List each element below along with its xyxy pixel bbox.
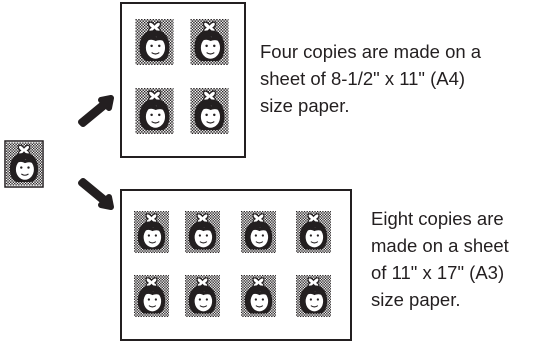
- copy-portrait-icon: [134, 211, 169, 253]
- copy-portrait-icon: [241, 275, 276, 317]
- caption-line: made on a sheet: [371, 232, 552, 259]
- copy-portrait-icon: [190, 88, 229, 134]
- caption-line: size paper.: [371, 286, 552, 313]
- caption-line: size paper.: [260, 92, 552, 119]
- eight-copies-caption: Eight copies are made on a sheet of 11" …: [371, 205, 552, 313]
- copy-portrait-icon: [241, 211, 276, 253]
- caption-line: Four copies are made on a: [260, 38, 552, 65]
- copy-portrait-icon: [185, 275, 220, 317]
- copy-portrait-icon: [134, 275, 169, 317]
- a4-sheet: [120, 2, 246, 158]
- caption-line: Eight copies are: [371, 205, 552, 232]
- copy-portrait-icon: [296, 275, 331, 317]
- four-copies-caption: Four copies are made on a sheet of 8-1/2…: [260, 38, 552, 119]
- caption-line: of 11" x 17" (A3): [371, 259, 552, 286]
- copy-portrait-icon: [296, 211, 331, 253]
- copy-portrait-icon: [135, 88, 174, 134]
- copy-portrait-icon: [185, 211, 220, 253]
- arrow-up-right-icon: [81, 98, 111, 124]
- caption-line: sheet of 8-1/2" x 11" (A4): [260, 65, 552, 92]
- copy-portrait-icon: [135, 19, 174, 65]
- a3-sheet: [120, 189, 352, 341]
- arrow-down-right-icon: [81, 181, 111, 207]
- copy-portrait-icon: [190, 19, 229, 65]
